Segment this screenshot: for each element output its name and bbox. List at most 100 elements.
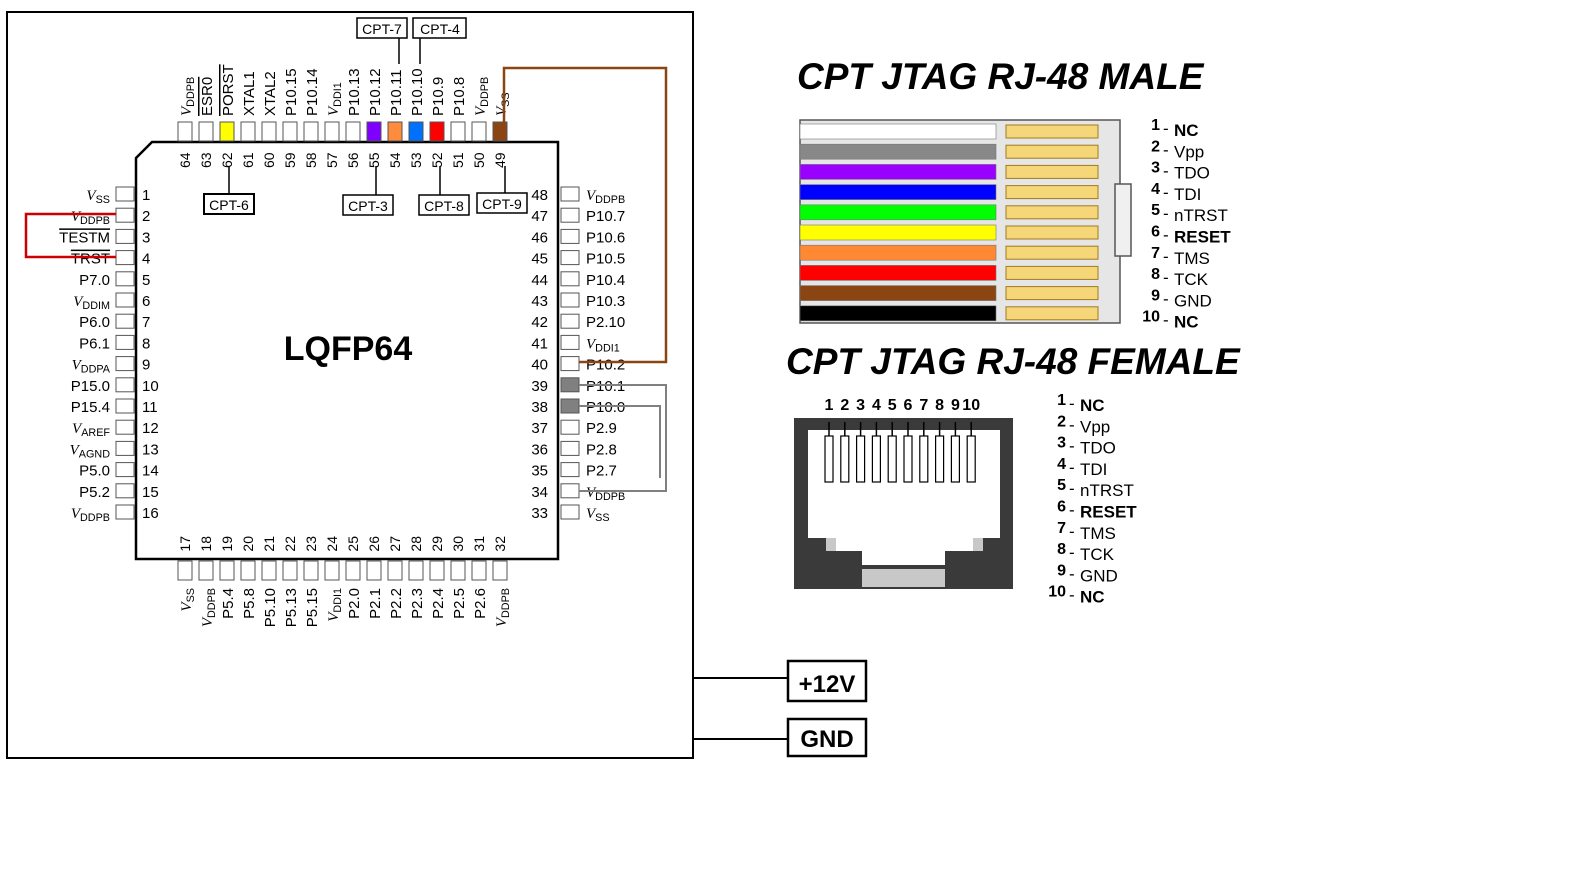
pin-pad	[366, 121, 382, 142]
pin-signal: NC	[1080, 396, 1105, 415]
pin-number: 46	[531, 229, 548, 246]
pin-number: 35	[531, 463, 548, 480]
pin-label: TRST	[71, 251, 110, 268]
male-contact-5	[1005, 205, 1099, 220]
pin-label: TESTM	[59, 229, 110, 246]
pin-signal: NC	[1174, 313, 1199, 332]
female-pin-row-8: 8-TCK	[1057, 541, 1115, 564]
pin-label-sub: DDI1	[595, 342, 620, 354]
pin-label: P2.5	[451, 588, 468, 619]
pin-label-main: P15.0	[71, 378, 110, 395]
pin-label: P10.12	[367, 68, 384, 116]
pin-label-main: P10.14	[304, 68, 321, 116]
male-pin-row-9: 9-GND	[1151, 287, 1212, 310]
pin-label-sub: SS	[96, 194, 110, 206]
pin-label-main: TRST	[71, 251, 110, 268]
pin-number: 18	[198, 536, 214, 552]
male-wire-9	[799, 285, 997, 301]
male-pin-row-4: 4-TDI	[1151, 181, 1201, 204]
pin-number: 10	[142, 378, 159, 395]
pin-label-main: P2.8	[586, 441, 617, 458]
female-pin-row-9: 9-GND	[1057, 562, 1118, 585]
pin-pad	[115, 483, 135, 499]
pin-number: 60	[261, 152, 277, 168]
pin-dash: -	[1069, 394, 1075, 413]
pin-number: 4	[1057, 456, 1066, 473]
pin-signal: TCK	[1080, 545, 1115, 564]
cpt4-label: CPT-4	[420, 21, 460, 37]
male-pin-row-1: 1-NC	[1151, 117, 1198, 140]
pin-label: P2.8	[586, 441, 617, 458]
pin-number: 6	[1151, 224, 1160, 241]
male-pin-row-2: 2-Vpp	[1151, 138, 1204, 161]
female-contact-8	[934, 435, 945, 483]
pin-label-main: V	[179, 601, 195, 612]
power-gnd: GND	[693, 717, 868, 758]
pin-label-main: P2.2	[388, 588, 405, 619]
power-plus12v: +12V	[693, 659, 868, 703]
pin-number: 28	[408, 536, 424, 552]
pin-number: 1	[1151, 117, 1160, 134]
pin-label: VSS	[586, 506, 610, 524]
pin-label-main: V	[86, 188, 97, 204]
pin-dash: -	[1069, 522, 1075, 541]
pin-pad	[560, 292, 580, 308]
pin-number: 50	[471, 152, 487, 168]
pin-number: 26	[366, 536, 382, 552]
pin-number: 64	[177, 152, 193, 168]
pin-label-main: P10.9	[430, 77, 447, 116]
pin-label: P2.10	[586, 314, 625, 331]
male-contact-9	[1005, 286, 1099, 301]
pin-label-main: P2.0	[346, 588, 363, 619]
cpt3-label: CPT-3	[348, 198, 388, 214]
pin-label: VDDPB	[494, 588, 512, 627]
test-point-cpt3: CPT-3	[342, 166, 394, 216]
pin-number: 58	[303, 152, 319, 168]
pin-label-main: P5.13	[283, 588, 300, 627]
pin-label: P10.13	[346, 68, 363, 116]
female-header-number: 7	[919, 397, 928, 414]
pin-pad	[387, 560, 403, 581]
pin-pad	[219, 560, 235, 581]
pin-pad	[429, 121, 445, 142]
pin-number: 12	[142, 420, 159, 437]
female-pin-list: 1-NC2-Vpp3-TDO4-TDI5-nTRST6-RESET7-TMS8-…	[1048, 392, 1137, 607]
pin-number: 20	[240, 536, 256, 552]
male-pin-row-7: 7-TMS	[1151, 245, 1210, 268]
top-pin-group: 64VDDPB63ESR062PORST61XTAL160XTAL259P10.…	[177, 64, 512, 168]
pin-signal: NC	[1080, 588, 1105, 607]
pin-signal: TMS	[1174, 249, 1210, 268]
pin-number: 10	[1048, 584, 1066, 601]
female-pin-row-10: 10-NC	[1048, 584, 1104, 607]
female-pin-row-7: 7-TMS	[1057, 520, 1116, 543]
pin-pad	[560, 356, 580, 372]
pin-label: P10.7	[586, 208, 625, 225]
pin-label-main: P2.10	[586, 314, 625, 331]
pin-label-main: V	[72, 358, 83, 374]
pin-number: 9	[1151, 287, 1160, 304]
pin-label-main: P5.0	[79, 463, 110, 480]
male-wire-10	[799, 305, 997, 322]
pin-label-main: P6.0	[79, 314, 110, 331]
pin-label: VDDPA	[72, 358, 111, 376]
pin-label-main: P6.1	[79, 335, 110, 352]
pin-label-main: P10.5	[586, 251, 625, 268]
pin-label: VDDPB	[179, 77, 197, 116]
pin-label-main: ESR0	[199, 77, 216, 116]
pin-label: P5.15	[304, 588, 321, 627]
pin-label: P5.4	[220, 588, 237, 619]
pin-label: ESR0	[199, 77, 216, 116]
pin-signal: Vpp	[1080, 417, 1110, 436]
